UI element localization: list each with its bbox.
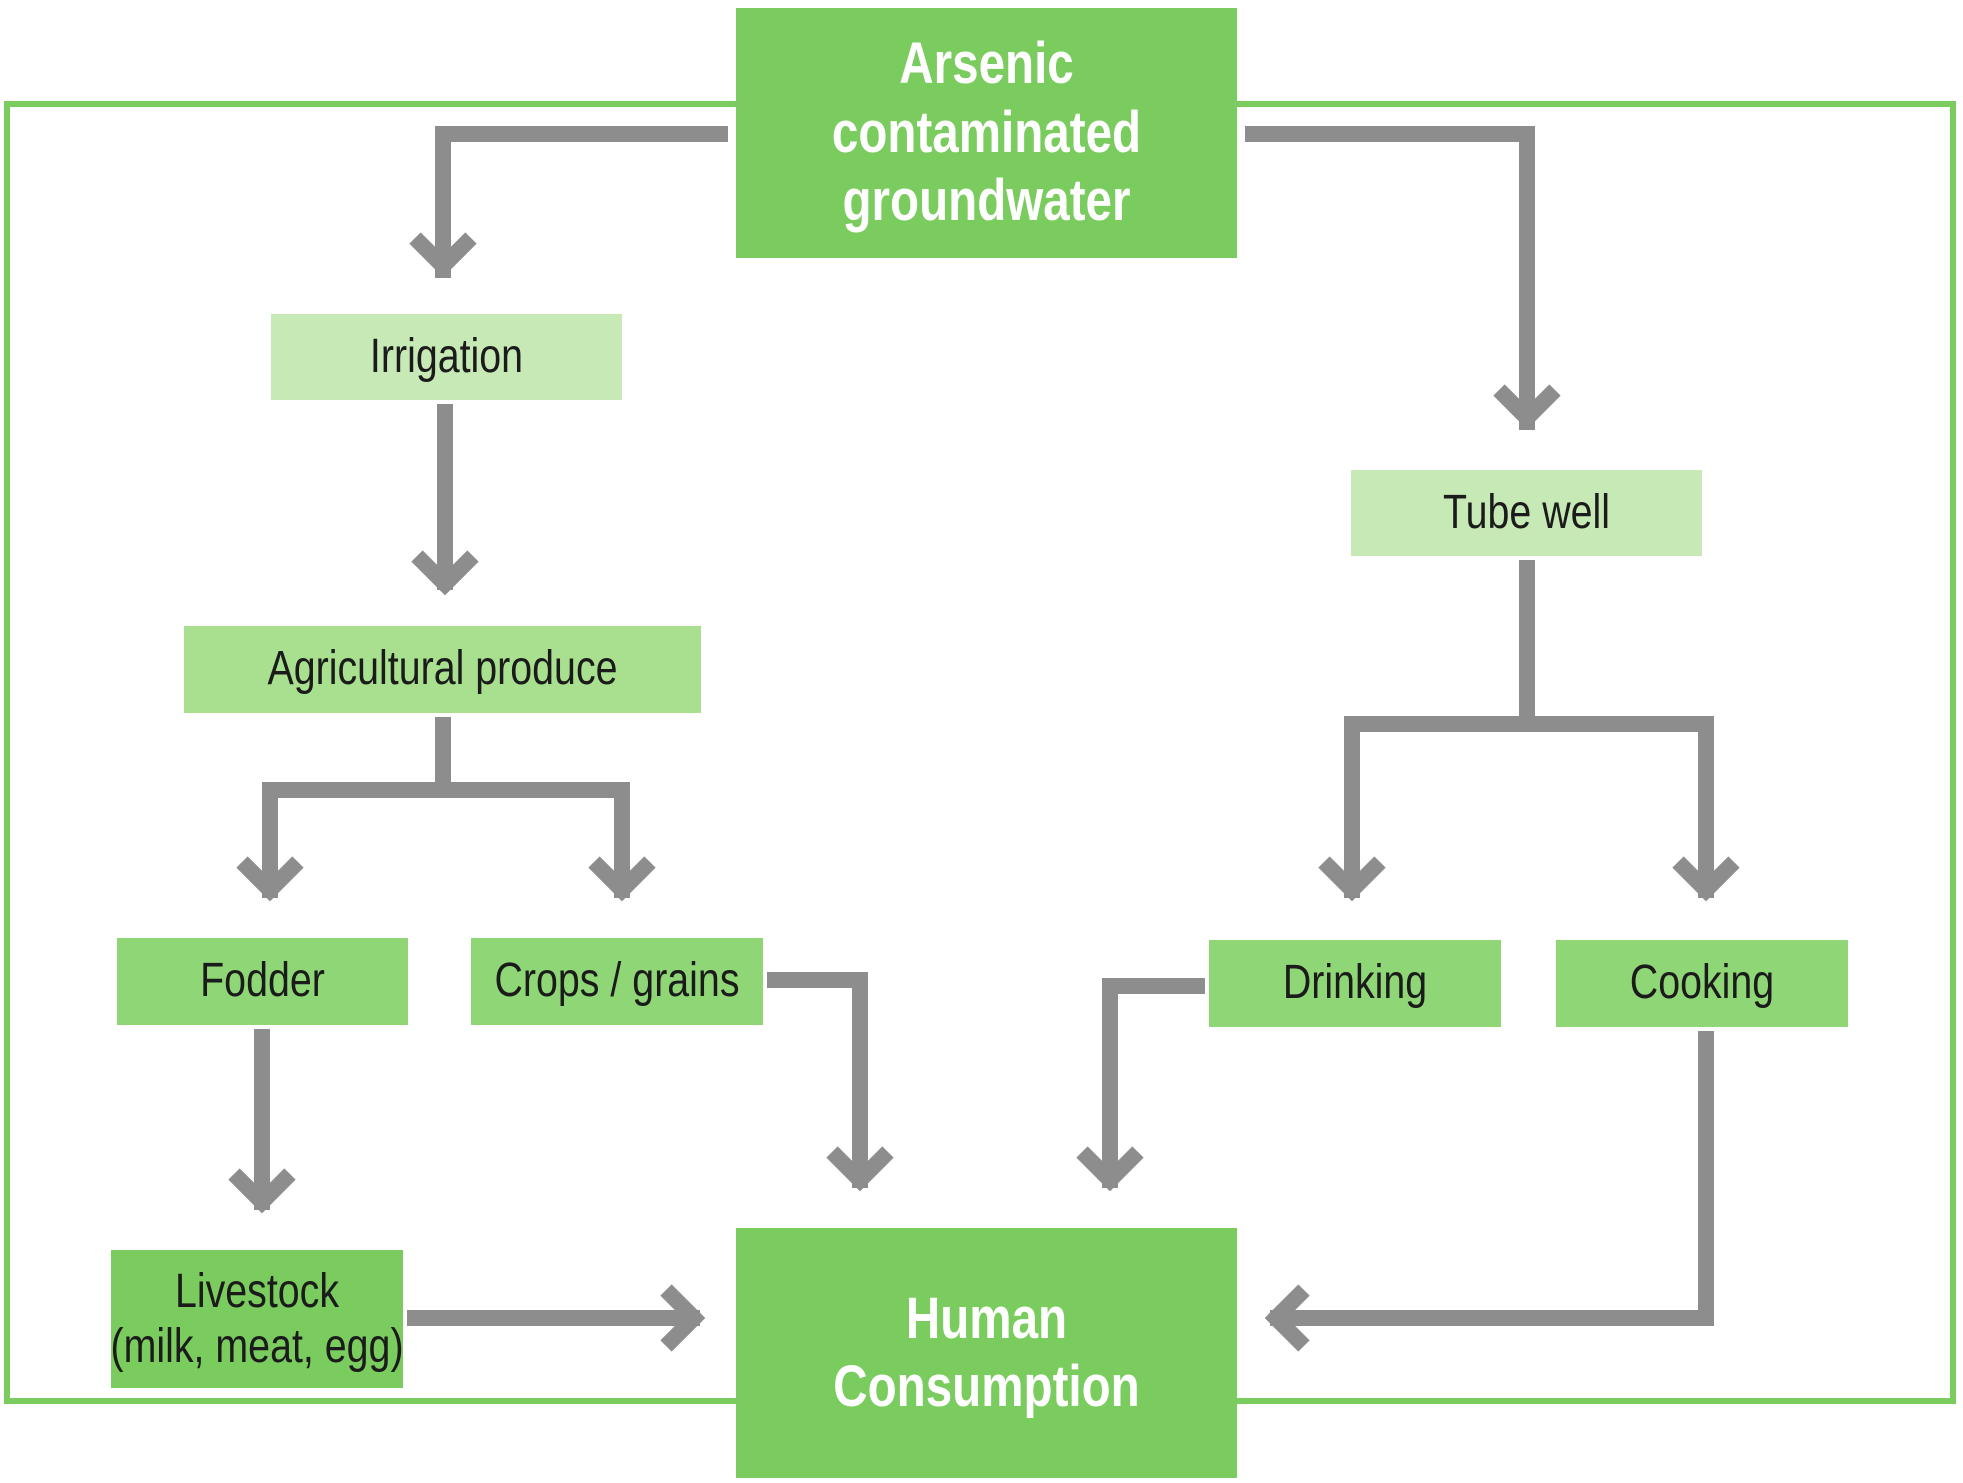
arrow-livestock-human-head xyxy=(660,1284,706,1352)
arrow-drinking-human-shaft xyxy=(1102,978,1205,1188)
agricultural-produce-node: Agricultural produce xyxy=(231,626,655,713)
agricultural-produce-box-bg xyxy=(184,626,701,713)
arrow-produce-fodder-head xyxy=(236,856,304,902)
livestock-node: Livestock (milk, meat, egg) xyxy=(110,1250,403,1388)
arrow-tubewell-cooking-shaft xyxy=(1527,716,1714,898)
arrow-produce-crops-shaft xyxy=(443,782,630,898)
crops-grains-node: Crops / grains xyxy=(494,938,740,1025)
arrow-tubewell-drinking-head xyxy=(1318,856,1386,902)
human-consumption-label-line-2: Consumption xyxy=(833,1354,1140,1419)
cooking-box-bg xyxy=(1556,940,1848,1027)
agricultural-produce-label: Agricultural produce xyxy=(267,642,618,696)
source-label-line-1: Arsenic xyxy=(899,31,1074,97)
arrow-fodder-livestock-head xyxy=(228,1168,296,1214)
drinking-node: Drinking xyxy=(1235,940,1474,1027)
arrow-drinking-human-head xyxy=(1076,1146,1144,1192)
source-label-line-2: contaminated xyxy=(831,99,1142,165)
arrow-cooking-human-shaft xyxy=(1270,1031,1714,1326)
livestock-sublabel: (milk, meat, egg) xyxy=(110,1319,404,1373)
arrow-produce-split-shaft xyxy=(262,717,451,898)
tube-well-node: Tube well xyxy=(1383,470,1671,556)
fodder-box-bg xyxy=(117,938,408,1025)
arrow-source-irrigation-shaft xyxy=(435,126,728,278)
tube-well-label: Tube well xyxy=(1443,485,1610,539)
irrigation-node: Irrigation xyxy=(303,314,591,400)
arrow-crops-human-shaft xyxy=(767,972,868,1188)
crops-grains-label: Crops / grains xyxy=(494,954,740,1008)
fodder-node: Fodder xyxy=(143,938,382,1025)
arrow-produce-crops-head xyxy=(588,856,656,902)
source-label-line-3: groundwater xyxy=(842,168,1131,234)
cooking-node: Cooking xyxy=(1582,940,1821,1027)
source-node: Arsenic contaminated groundwater xyxy=(781,8,1192,258)
irrigation-label: Irrigation xyxy=(369,329,524,383)
drinking-box-bg xyxy=(1209,940,1501,1027)
cooking-label: Cooking xyxy=(1629,956,1775,1010)
arrow-source-irrigation-head xyxy=(409,232,477,278)
drinking-label: Drinking xyxy=(1282,956,1428,1010)
human-consumption-box-bg xyxy=(736,1228,1237,1478)
outer-frame xyxy=(4,101,1956,1404)
tube-well-box-bg xyxy=(1351,470,1702,556)
source-box-bg xyxy=(736,8,1237,258)
livestock-box-bg xyxy=(111,1250,403,1388)
human-consumption-label-line-1: Human xyxy=(905,1285,1068,1351)
arrow-tubewell-split-shaft xyxy=(1344,560,1535,898)
human-consumption-node: Human Consumption xyxy=(781,1228,1192,1478)
arrow-source-tubewell-head xyxy=(1493,384,1561,430)
arrow-tubewell-cooking-head xyxy=(1672,856,1740,902)
arrow-cooking-human-head xyxy=(1264,1284,1310,1352)
arrow-source-tubewell-shaft xyxy=(1245,126,1535,430)
fodder-label: Fodder xyxy=(200,954,325,1008)
irrigation-box-bg xyxy=(271,314,622,400)
crops-grains-box-bg xyxy=(471,938,763,1025)
arrow-crops-human-head xyxy=(826,1146,894,1192)
livestock-label: Livestock xyxy=(174,1265,340,1319)
arrow-irrigation-produce-head xyxy=(411,550,479,596)
